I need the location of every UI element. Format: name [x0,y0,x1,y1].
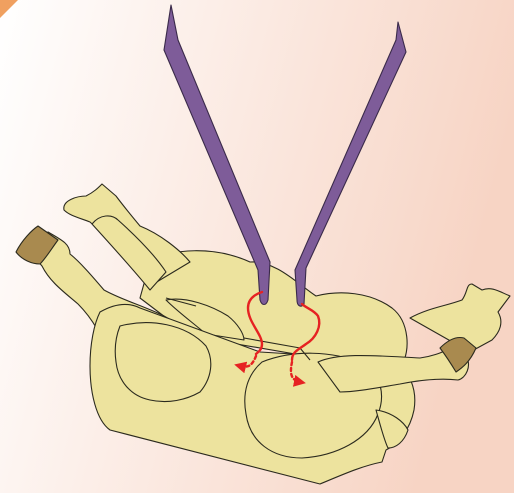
diagram-canvas [0,0,514,493]
trussing-diagram [0,0,514,493]
